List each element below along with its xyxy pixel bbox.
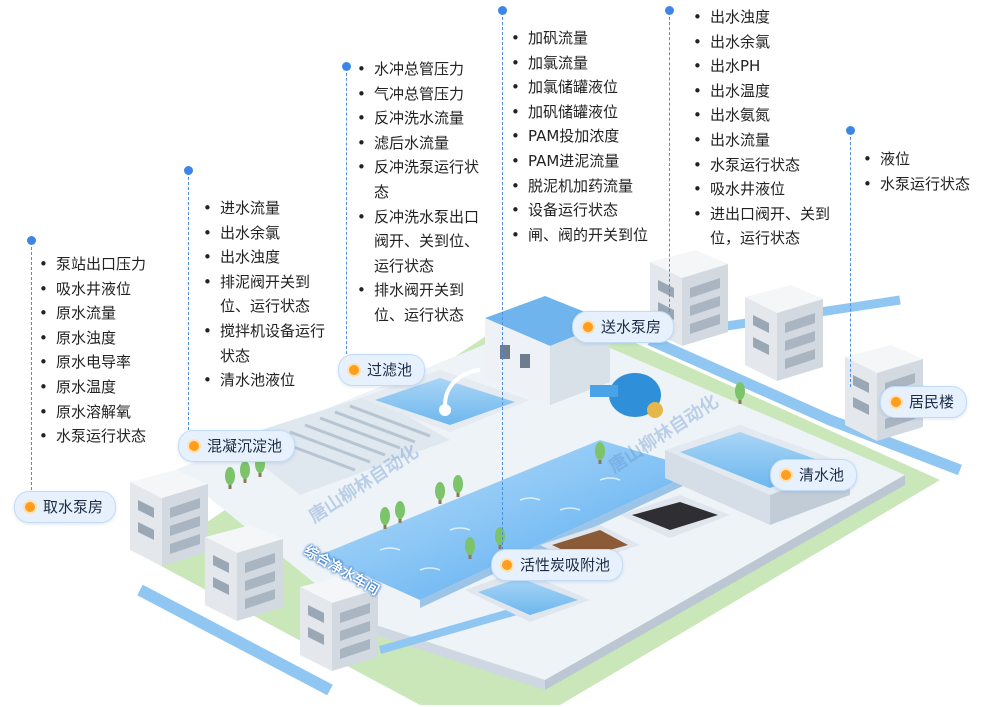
intake-parameter-list: 泵站出口压力吸水井液位原水流量原水浊度原水电导率原水温度原水溶解氧水泵运行状态 xyxy=(36,252,186,449)
parameter-item: PAM投加浓度 xyxy=(508,124,668,149)
parameter-item: 出水流量 xyxy=(690,128,840,153)
parameter-item: 进出口阀开、关到位，运行状态 xyxy=(690,202,840,251)
parameter-item: 出水温度 xyxy=(690,79,840,104)
parameter-item: 设备运行状态 xyxy=(508,198,668,223)
pipe-west xyxy=(137,584,333,696)
leader-line-residential xyxy=(850,132,851,387)
parameter-item: 清水池液位 xyxy=(200,368,335,393)
tag-intake-pump-house: 取水泵房 xyxy=(14,491,117,523)
pipe-north xyxy=(647,334,962,476)
sedimentation-parameter-list: 进水流量出水余氯出水浊度排泥阀开关到位、运行状态搅拌机设备运行状态清水池液位 xyxy=(200,196,335,393)
tag-clear-pool: 清水池 xyxy=(770,459,858,491)
leader-line-intake xyxy=(31,242,32,490)
parameter-item: 原水电导率 xyxy=(36,350,186,375)
leader-dot-sedimentation xyxy=(184,166,193,175)
leader-line-supply xyxy=(669,12,670,312)
parameter-item: 加矾储罐液位 xyxy=(508,100,668,125)
carbon-parameter-list: 加矾流量加氯流量加氯储罐液位加矾储罐液位PAM投加浓度PAM进泥流量脱泥机加药流… xyxy=(508,26,668,247)
residential-parameter-list: 液位水泵运行状态 xyxy=(860,147,1000,196)
parameter-item: PAM进泥流量 xyxy=(508,149,668,174)
tag-filter-pool: 过滤池 xyxy=(338,354,426,386)
parameter-item: 反冲洗水流量 xyxy=(354,106,489,131)
parameter-item: 液位 xyxy=(860,147,1000,172)
parameter-item: 吸水井液位 xyxy=(36,277,186,302)
parameter-item: 水泵运行状态 xyxy=(36,424,186,449)
parameter-item: 出水浊度 xyxy=(690,5,840,30)
parameter-item: 加氯流量 xyxy=(508,51,668,76)
leader-line-filter xyxy=(346,68,347,354)
tag-carbon-pool: 活性炭吸附池 xyxy=(491,549,624,581)
leader-dot-supply xyxy=(665,6,674,15)
parameter-item: 反冲洗水泵出口阀开、关到位、运行状态 xyxy=(354,205,489,279)
parameter-item: 出水余氯 xyxy=(690,30,840,55)
parameter-item: 出水氨氮 xyxy=(690,103,840,128)
supply-parameter-list: 出水浊度出水余氯出水PH出水温度出水氨氮出水流量水泵运行状态吸水井液位进出口阀开… xyxy=(690,5,840,251)
leader-dot-carbon xyxy=(498,6,507,15)
leader-dot-residential xyxy=(846,126,855,135)
parameter-item: 排泥阀开关到位、运行状态 xyxy=(200,270,335,319)
parameter-item: 水泵运行状态 xyxy=(860,172,1000,197)
parameter-item: 泵站出口压力 xyxy=(36,252,186,277)
tag-residential: 居民楼 xyxy=(880,386,968,418)
parameter-item: 原水温度 xyxy=(36,375,186,400)
leader-line-carbon xyxy=(502,12,503,550)
parameter-item: 气冲总管压力 xyxy=(354,82,489,107)
parameter-item: 出水浊度 xyxy=(200,245,335,270)
tag-supply-pump-house: 送水泵房 xyxy=(572,311,675,343)
parameter-item: 滤后水流量 xyxy=(354,131,489,156)
parameter-item: 加氯储罐液位 xyxy=(508,75,668,100)
parameter-item: 搅拌机设备运行状态 xyxy=(200,319,335,368)
leader-line-sedimentation xyxy=(188,172,189,430)
parameter-item: 反冲洗泵运行状态 xyxy=(354,155,489,204)
parameter-item: 原水浊度 xyxy=(36,326,186,351)
pump xyxy=(609,373,661,417)
parameter-item: 出水PH xyxy=(690,54,840,79)
parameter-item: 闸、阀的开关到位 xyxy=(508,223,668,248)
tag-sedimentation-tank: 混凝沉淀池 xyxy=(178,430,296,462)
canal xyxy=(320,440,700,600)
parameter-item: 原水溶解氧 xyxy=(36,400,186,425)
parameter-item: 水冲总管压力 xyxy=(354,57,489,82)
parameter-item: 脱泥机加药流量 xyxy=(508,174,668,199)
parameter-item: 进水流量 xyxy=(200,196,335,221)
parameter-item: 吸水井液位 xyxy=(690,177,840,202)
parameter-item: 水泵运行状态 xyxy=(690,153,840,178)
parameter-item: 原水流量 xyxy=(36,301,186,326)
filter-parameter-list: 水冲总管压力气冲总管压力反冲洗水流量滤后水流量反冲洗泵运行状态反冲洗水泵出口阀开… xyxy=(354,57,489,328)
leader-dot-intake xyxy=(27,236,36,245)
parameter-item: 加矾流量 xyxy=(508,26,668,51)
parameter-item: 出水余氯 xyxy=(200,221,335,246)
parameter-item: 排水阀开关到位、运行状态 xyxy=(354,278,489,327)
leader-dot-filter xyxy=(342,62,351,71)
